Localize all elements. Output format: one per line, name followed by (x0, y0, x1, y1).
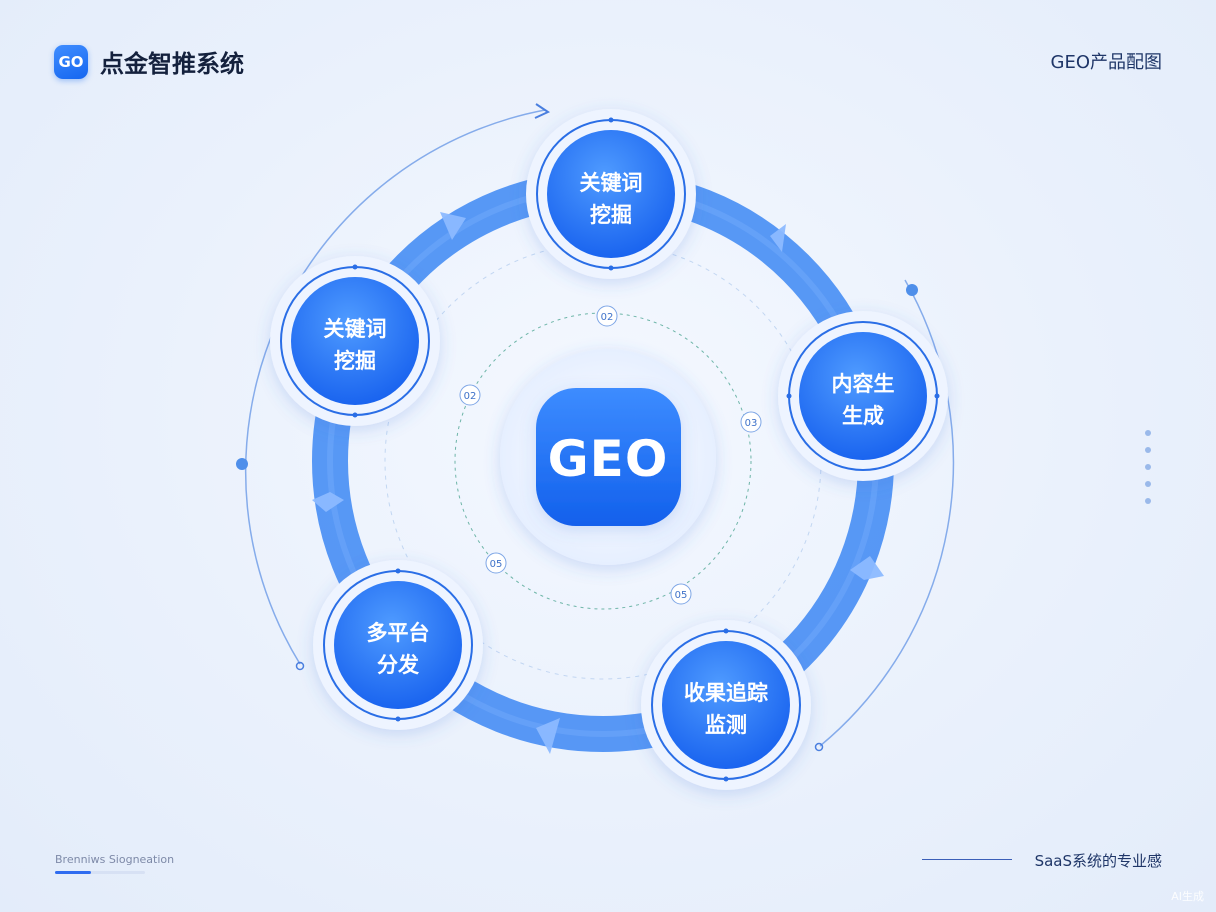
step-label: 03 (745, 418, 758, 429)
step-label: 05 (490, 559, 503, 570)
node-label-line-2: 分发 (377, 653, 420, 677)
node-content-generation: 内容生 生成 (778, 311, 948, 481)
footer-caption-left: Brenniws Siogneation (55, 853, 175, 866)
footer-progress-bar (55, 871, 145, 874)
node-label-line-1: 内容生 (832, 372, 895, 396)
decor-dot (906, 284, 918, 296)
ring-arrow-icon (850, 556, 884, 580)
step-badge-5: 02 (459, 384, 481, 406)
ring-arrow-icon (312, 492, 344, 512)
ring-arrow-icon (536, 718, 560, 754)
step-label: 02 (601, 312, 614, 323)
step-dashed-ring (454, 312, 752, 610)
step-badge-1: 02 (596, 305, 618, 327)
node-label-line-2: 挖掘 (590, 203, 632, 227)
page-title: GEO产品配图 (1050, 52, 1163, 73)
outer-orbit-arc-right (819, 279, 955, 747)
footer-divider (922, 859, 1012, 860)
node-keyword-mining-left: 关键词 挖掘 (270, 256, 440, 426)
step-badge-2: 03 (740, 411, 762, 433)
decor-dot (236, 458, 248, 470)
ring-arrow-icon (440, 212, 466, 240)
ai-generated-tag: AI生成 (1171, 890, 1204, 903)
orbit-endpoint-dot (295, 661, 305, 671)
orbit-endpoint-dot (814, 742, 824, 752)
step-label: 05 (675, 590, 688, 601)
ring-arrow-icon (770, 224, 786, 252)
node-label-line-2: 监测 (705, 713, 747, 737)
node-label-line-2: 生成 (842, 404, 884, 428)
brand-name: 点金智推系统 (100, 50, 244, 78)
brand: GO 点金智推系统 (54, 44, 244, 79)
node-tracking-monitoring: 收果追踪 监测 (641, 620, 811, 790)
pager-dots (1145, 430, 1151, 504)
node-label-line-1: 关键词 (580, 171, 643, 195)
step-label: 02 (464, 391, 477, 402)
node-label-line-1: 关键词 (324, 317, 387, 341)
node-multi-platform-distribution: 多平台 分发 (313, 560, 483, 730)
orbit-arrow-icon (534, 103, 551, 119)
center-label: GEO (548, 430, 669, 488)
step-badge-3: 05 (670, 583, 692, 605)
footer-caption-right: SaaS系统的专业感 (1034, 852, 1162, 870)
brand-logo-icon: GO (54, 44, 88, 79)
center-geo-badge (536, 388, 681, 526)
step-badge-4: 05 (485, 552, 507, 574)
node-keyword-mining-top: 关键词 挖掘 (526, 109, 696, 279)
node-label-line-1: 收果追踪 (684, 681, 768, 705)
node-label-line-1: 多平台 (367, 621, 430, 645)
node-label-line-2: 挖掘 (334, 349, 376, 373)
